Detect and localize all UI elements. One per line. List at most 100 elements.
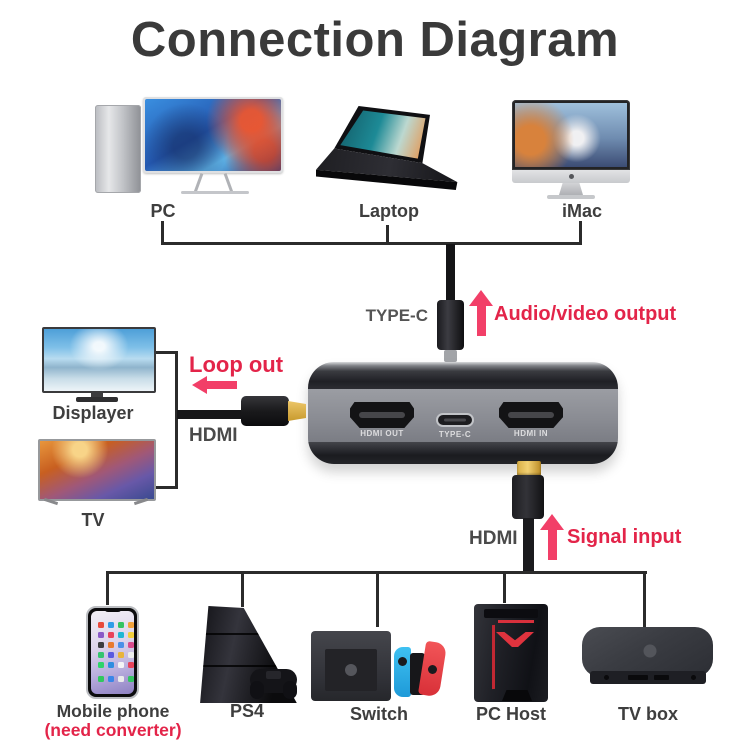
hdmi-loop-cable — [177, 410, 243, 419]
pc-drop-line — [161, 221, 164, 243]
hdmi-in-port — [499, 402, 563, 428]
pc-host-tower — [474, 604, 548, 702]
switch-screen — [325, 649, 377, 691]
hdmi-in-port-label: HDMI IN — [513, 429, 549, 438]
hdmi-out-port-slot — [358, 411, 406, 418]
displayer-graphic — [42, 327, 156, 405]
pc-tower — [95, 105, 141, 193]
phone-notch — [103, 608, 122, 612]
signal-input-label: Signal input — [567, 526, 682, 548]
hdmi-out-port-label: HDMI OUT — [360, 429, 404, 438]
phone-app-grid — [98, 622, 104, 628]
typec-cable — [446, 244, 455, 302]
ps4-controller-grip — [250, 681, 264, 699]
tv-box-logo — [642, 643, 658, 659]
pc-label: PC — [150, 201, 176, 221]
switch-joystick — [398, 657, 407, 666]
page-title: Connection Diagram — [130, 13, 620, 67]
pc-host-foot — [502, 690, 532, 701]
hdmi-in-port-slot — [507, 411, 555, 418]
ps4-controller-touchpad — [266, 671, 281, 679]
pc-host-label: PC Host — [475, 704, 547, 724]
laptop-graphic — [316, 97, 468, 209]
hdmi-out-port — [350, 402, 414, 428]
signal-input-up-arrow-icon — [540, 514, 564, 560]
arrow-head — [540, 514, 564, 530]
pc-monitor-leg — [223, 173, 234, 193]
arrow-stem — [205, 381, 237, 389]
pc-monitor-base — [181, 191, 249, 194]
hdmi-loop-label: HDMI — [189, 425, 238, 446]
arrow-head — [192, 376, 207, 394]
phone-drop-line — [106, 571, 109, 605]
typec-plug — [437, 300, 464, 350]
pc-monitor-screen — [145, 99, 281, 171]
mobile-phone-graphic — [86, 606, 139, 699]
type-c-port-label: TYPE-C — [438, 430, 472, 439]
imac-drop-line — [579, 221, 582, 243]
hdmi-loop-plug-tip — [288, 401, 306, 421]
imac-stand — [559, 183, 583, 195]
audio-video-output-label: Audio/video output — [494, 303, 677, 325]
switch-logo-icon — [345, 664, 357, 676]
tv-bracket-line — [156, 486, 178, 489]
audio-output-up-arrow-icon — [469, 290, 493, 336]
tv-label: TV — [81, 510, 105, 530]
capture-box-base — [308, 442, 618, 464]
switch-label: Switch — [349, 704, 409, 724]
phone-screen — [91, 611, 134, 694]
hdmi-input-cable — [523, 518, 534, 573]
switch-joycon-blue — [394, 647, 411, 697]
hdmi-loop-plug — [241, 396, 289, 426]
hdmi-input-label: HDMI — [469, 528, 518, 549]
imac-display — [512, 100, 630, 170]
capture-box: HDMI OUT TYPE-C HDMI IN — [308, 362, 618, 464]
arrow-stem — [476, 304, 486, 336]
ps4-drop-line — [241, 571, 244, 607]
laptop-label: Laptop — [359, 201, 419, 221]
ps4-controller-grip — [283, 681, 297, 699]
mobile-phone-note: (need converter) — [44, 720, 182, 740]
loop-bracket-vertical-line — [175, 351, 178, 489]
imac-label: iMac — [561, 201, 603, 221]
tv-graphic — [38, 439, 156, 509]
imac-graphic — [506, 100, 638, 200]
pc-monitor-leg — [193, 173, 204, 193]
imac-logo-dot — [569, 174, 574, 179]
pc-host-vent — [484, 609, 538, 618]
loop-out-left-arrow-icon — [192, 376, 238, 394]
tv-box-front — [590, 671, 706, 684]
displayer-label: Displayer — [52, 403, 134, 423]
hdmi-input-plug — [512, 475, 544, 519]
displayer-bracket-line — [150, 351, 177, 354]
switch-graphic — [309, 627, 448, 705]
typec-plug-tip — [444, 350, 457, 362]
capture-box-lid — [308, 362, 618, 389]
tv-box-drop-line — [643, 571, 646, 627]
top-bus-line — [161, 242, 582, 245]
typec-cable-label: TYPE-C — [365, 306, 428, 325]
arrow-stem — [547, 528, 557, 560]
pc-host-drop-line — [503, 571, 506, 603]
pc-host-red-stripe — [492, 624, 495, 690]
displayer-stand-base — [76, 397, 118, 402]
tv-box-label: TV box — [617, 704, 679, 724]
loop-out-label: Loop out — [189, 352, 284, 377]
displayer-screen — [42, 327, 156, 393]
arrow-head — [469, 290, 493, 306]
tv-box-port — [654, 675, 669, 680]
tv-box-port — [628, 675, 648, 680]
pc-monitor — [143, 97, 283, 173]
mobile-phone-label: Mobile phone — [56, 701, 170, 721]
switch-dock — [311, 631, 391, 701]
displayer-stand-neck — [91, 392, 103, 397]
tv-box-top — [582, 627, 713, 677]
tv-box-jack — [604, 675, 609, 680]
pc-host-graphic — [472, 601, 550, 704]
tv-box-graphic — [578, 627, 718, 685]
pc-graphic — [85, 97, 290, 197]
imac-screen — [515, 103, 627, 167]
type-c-port — [436, 413, 474, 427]
tv-screen — [38, 439, 156, 501]
